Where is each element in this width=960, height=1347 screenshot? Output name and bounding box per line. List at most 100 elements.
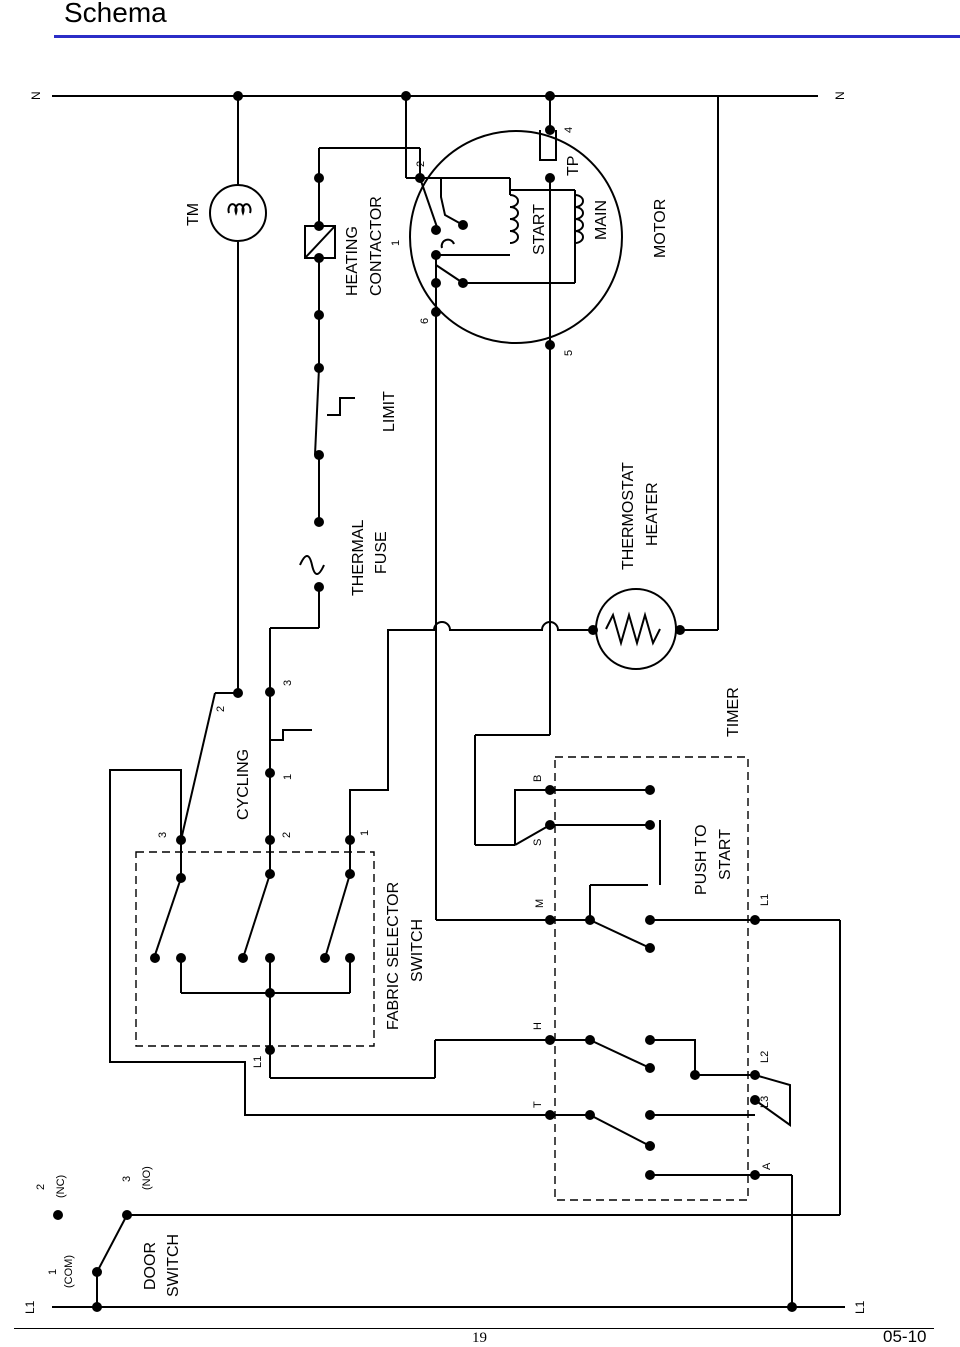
junction-dot (314, 517, 324, 527)
contactor-terminal-label: 2 (415, 161, 427, 167)
junction-dot (645, 1141, 655, 1151)
junction-dot (345, 835, 355, 845)
contactor-terminal-label: 4 (563, 127, 575, 133)
door-no-label: (NO) (141, 1166, 153, 1190)
thermal-fuse-label-2: FUSE (373, 531, 390, 574)
junction-dot (314, 221, 324, 231)
heating-contactor-label-1: HEATING (344, 226, 361, 296)
junction-dot (645, 1110, 655, 1120)
junction-dot (314, 582, 324, 592)
cycling-label: CYCLING (235, 749, 252, 820)
door-nc-label: (NC) (55, 1175, 67, 1198)
junction-dot (265, 835, 275, 845)
junction-dot (690, 1070, 700, 1080)
junction-dot (645, 943, 655, 953)
junction-dot (458, 278, 468, 288)
junction-dot (787, 1302, 797, 1312)
centrifugal-switch-icon (440, 238, 455, 249)
cycling-terminal-label: 2 (215, 706, 227, 712)
timer-switch-arm (589, 919, 651, 949)
heater-element-icon (605, 611, 661, 647)
footer-rule (14, 1328, 934, 1329)
junction-dot (233, 688, 243, 698)
neutral-right-label: N (833, 91, 847, 100)
junction-dot (314, 253, 324, 263)
fabric-selector-label-2: SWITCH (409, 919, 426, 982)
fabric-terminal-label: L1 (252, 1056, 264, 1068)
timer-switch-arm (589, 1039, 651, 1069)
timer-motor-symbol (209, 184, 267, 242)
wire (514, 824, 551, 846)
junction-dot (314, 310, 324, 320)
junction-dot (345, 869, 355, 879)
line-left-label: L1 (23, 1300, 37, 1314)
document-code: 05-10 (883, 1327, 927, 1346)
junction-dot (645, 820, 655, 830)
contactor-terminal-label: 1 (390, 240, 402, 246)
junction-dot (238, 953, 248, 963)
junction-dot (265, 988, 275, 998)
timer-terminal-label: A (761, 1162, 773, 1170)
junction-dot (150, 953, 160, 963)
thermostat-heater-symbol (595, 588, 677, 670)
junction-dot (265, 768, 275, 778)
timer-terminal-label: H (532, 1022, 544, 1030)
junction-dot (458, 220, 468, 230)
timer-terminal-label: L3 (759, 1096, 771, 1108)
timer-terminal-label: T (532, 1101, 544, 1108)
junction-dot (265, 869, 275, 879)
timer-terminal-label: S (532, 839, 544, 846)
fabric-switch-arm (324, 873, 351, 959)
junction-dot (265, 953, 275, 963)
limit-label: LIMIT (381, 391, 398, 432)
main-coil-icon (574, 194, 584, 244)
motor-label: MOTOR (652, 199, 669, 258)
junction-dot (431, 225, 441, 235)
heater-feed-wire (349, 621, 565, 840)
junction-dot (545, 125, 555, 135)
page-title: Schema (64, 0, 167, 28)
junction-dot (645, 785, 655, 795)
timer-terminal-label: B (532, 775, 544, 782)
timer-terminal-label: M (534, 899, 546, 908)
junction-dot (545, 915, 555, 925)
junction-dot (645, 1170, 655, 1180)
junction-dot (545, 820, 555, 830)
fabric-terminal-label: 3 (157, 832, 169, 838)
push-to-start-label-2: START (717, 829, 734, 880)
fabric-selector-label-1: FABRIC SELECTOR (385, 882, 402, 1030)
thermal-fuse-icon (299, 555, 325, 575)
junction-dot (314, 173, 324, 183)
junction-dot (176, 873, 186, 883)
timer-terminal-label: L1 (759, 894, 771, 906)
junction-dot (320, 953, 330, 963)
door-com-number: 1 (47, 1269, 59, 1275)
junction-dot (176, 953, 186, 963)
junction-dot (750, 915, 760, 925)
thermal-fuse-label-1: THERMAL (350, 519, 367, 596)
tp-label: TP (565, 156, 582, 176)
page-number: 19 (472, 1330, 487, 1346)
junction-dot (585, 1035, 595, 1045)
junction-dot (545, 173, 555, 183)
limit-thermostat-icon (327, 397, 355, 416)
junction-dot (314, 363, 324, 373)
wire (754, 1074, 791, 1127)
cycling-terminal-label: 1 (282, 774, 294, 780)
main-winding-label: MAIN (593, 200, 610, 240)
thermostat-heater-label-1: THERMOSTAT (620, 462, 637, 570)
header-rule (54, 35, 960, 38)
junctions (53, 91, 797, 1312)
junction-dot (314, 450, 324, 460)
contactor-terminal-label: 6 (419, 318, 431, 324)
junction-dot (545, 340, 555, 350)
wire (650, 1039, 755, 1076)
junction-dot (675, 625, 685, 635)
cycling-thermostat-icon (270, 729, 312, 741)
timer-terminal-label: L2 (759, 1051, 771, 1063)
junction-dot (750, 1070, 760, 1080)
thermostat-heater-label-2: HEATER (644, 482, 661, 546)
door-switch-label-1: DOOR (142, 1242, 159, 1290)
contactor-switch-arm (440, 178, 464, 226)
